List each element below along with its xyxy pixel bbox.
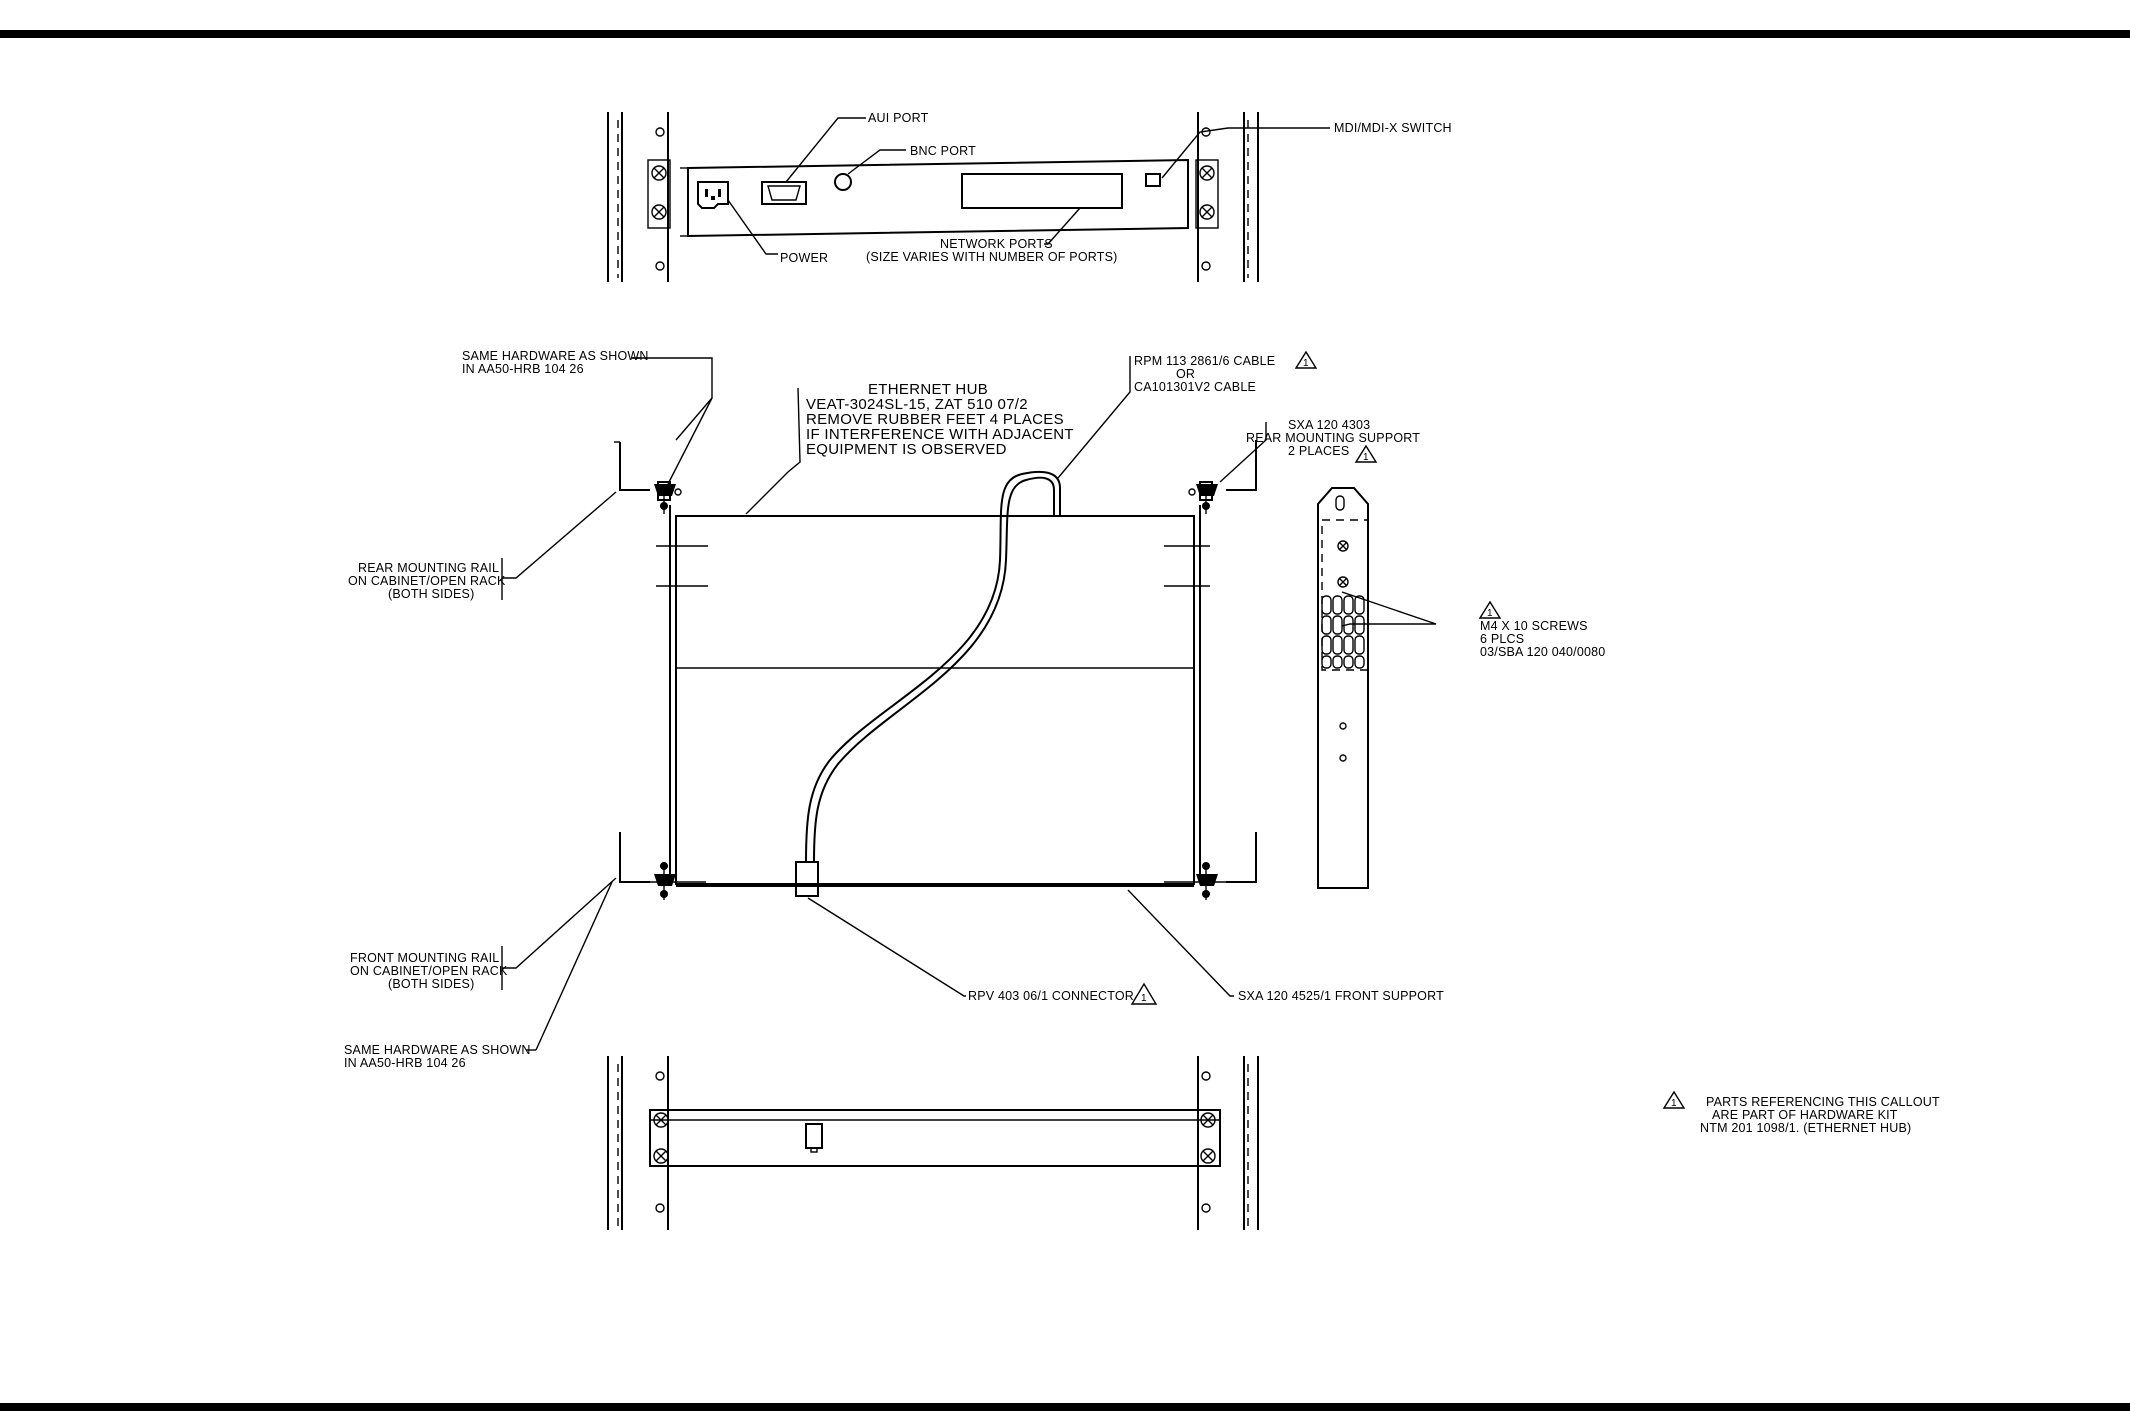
rear-panel-view [607, 112, 1330, 282]
screws-label-2: 6 PLCS [1480, 632, 1524, 646]
aui-port-icon [761, 181, 807, 205]
rear-support-qty: 2 PLACES [1288, 444, 1349, 458]
left-rack-rail-top [607, 112, 671, 282]
hardware-front-right [1196, 862, 1218, 900]
left-rack-rail-bottom [607, 1056, 669, 1230]
front-support-plate [649, 1109, 1221, 1167]
hub-part-number: VEAT-3024SL-15, ZAT 510 07/2 [806, 396, 1028, 413]
bnc-port-label: BNC PORT [910, 144, 976, 158]
rear-support-part: SXA 120 4303 [1288, 418, 1370, 432]
svg-text:1: 1 [1363, 452, 1369, 463]
top-border-bar [0, 30, 2130, 38]
svg-text:1: 1 [1303, 358, 1309, 369]
mdi-switch-label: MDI/MDI-X SWITCH [1334, 121, 1452, 135]
callout-triangle-rear-support: 1 [1354, 444, 1378, 463]
network-ports-block [961, 173, 1123, 209]
rear-rail-label-1: REAR MOUNTING RAIL [358, 561, 499, 575]
note-line-1: PARTS REFERENCING THIS CALLOUT [1706, 1095, 1940, 1109]
hardware-front-left [654, 862, 676, 900]
front-rail-left [619, 832, 650, 883]
cable-label-or: OR [1176, 367, 1195, 381]
front-rail-label-2: ON CABINET/OPEN RACK [350, 964, 508, 978]
rear-rail-label-3: (BOTH SIDES) [388, 587, 474, 601]
bottom-border-bar [0, 1403, 2130, 1411]
aui-port-label: AUI PORT [868, 111, 929, 125]
hub-note-2: IF INTERFERENCE WITH ADJACENT [806, 426, 1074, 443]
right-rack-rail-top [1195, 112, 1259, 282]
same-hardware-bottom-ref: IN AA50-HRB 104 26 [344, 1056, 466, 1070]
callout-triangle-screws: 1 [1478, 600, 1502, 619]
network-ports-note: (SIZE VARIES WITH NUMBER OF PORTS) [866, 250, 1118, 264]
ethernet-hub-body [675, 515, 1195, 885]
front-plate-screws [653, 1112, 1216, 1164]
front-rail-right [1226, 832, 1257, 883]
hub-note-3: EQUIPMENT IS OBSERVED [806, 441, 1007, 458]
front-support-label: SXA 120 4525/1 FRONT SUPPORT [1238, 989, 1444, 1003]
front-rail-label-3: (BOTH SIDES) [388, 977, 474, 991]
front-connector-icon [805, 1123, 823, 1149]
hub-rear-panel [687, 158, 1189, 238]
hub-note-1: REMOVE RUBBER FEET 4 PLACES [806, 411, 1064, 428]
cable-label-2: CA101301V2 CABLE [1134, 380, 1256, 394]
rear-rail-right [1226, 440, 1257, 491]
svg-text:1: 1 [1487, 608, 1493, 619]
hardware-rear-right [1188, 481, 1218, 514]
same-hardware-top-label: SAME HARDWARE AS SHOWN [462, 349, 649, 363]
cable-label-1: RPM 113 2861/6 CABLE [1134, 354, 1275, 368]
rear-mounting-support-detail [1317, 487, 1369, 889]
callout-triangle-cable: 1 [1294, 350, 1318, 369]
power-label: POWER [780, 251, 828, 265]
front-rail-label-1: FRONT MOUNTING RAIL [350, 951, 499, 965]
same-hardware-bottom-label: SAME HARDWARE AS SHOWN [344, 1043, 531, 1057]
mdi-switch-icon [1145, 173, 1161, 187]
callout-triangle-connector: 1 [1130, 982, 1158, 1005]
same-hardware-top-ref: IN AA50-HRB 104 26 [462, 362, 584, 376]
rear-support-label: REAR MOUNTING SUPPORT [1246, 431, 1420, 445]
note-line-3: NTM 201 1098/1. (ETHERNET HUB) [1700, 1121, 1911, 1135]
hub-title: ETHERNET HUB [868, 381, 988, 398]
ethernet-cable [805, 470, 1061, 863]
screws-label-1: M4 X 10 SCREWS [1480, 619, 1588, 633]
vent-slots [1321, 595, 1365, 669]
callout-triangle-note: 1 [1662, 1090, 1686, 1109]
right-rack-rail-bottom [1197, 1056, 1259, 1230]
power-connector-icon [697, 181, 729, 209]
svg-text:1: 1 [1671, 1098, 1677, 1109]
note-line-2: ARE PART OF HARDWARE KIT [1712, 1108, 1898, 1122]
hardware-rear-left [654, 481, 682, 514]
front-view [607, 1056, 1259, 1230]
bnc-port-icon [834, 173, 852, 191]
rj-connector-icon [795, 861, 819, 897]
screws-label-3: 03/SBA 120 040/0080 [1480, 645, 1605, 659]
network-ports-label: NETWORK PORTS [940, 237, 1053, 251]
rear-rail-left [619, 442, 650, 491]
hub-side-view [614, 440, 1257, 900]
svg-text:1: 1 [1141, 993, 1147, 1004]
rear-rail-label-2: ON CABINET/OPEN RACK [348, 574, 506, 588]
connector-label: RPV 403 06/1 CONNECTOR [968, 989, 1134, 1003]
middle-leaders [501, 356, 1437, 1051]
